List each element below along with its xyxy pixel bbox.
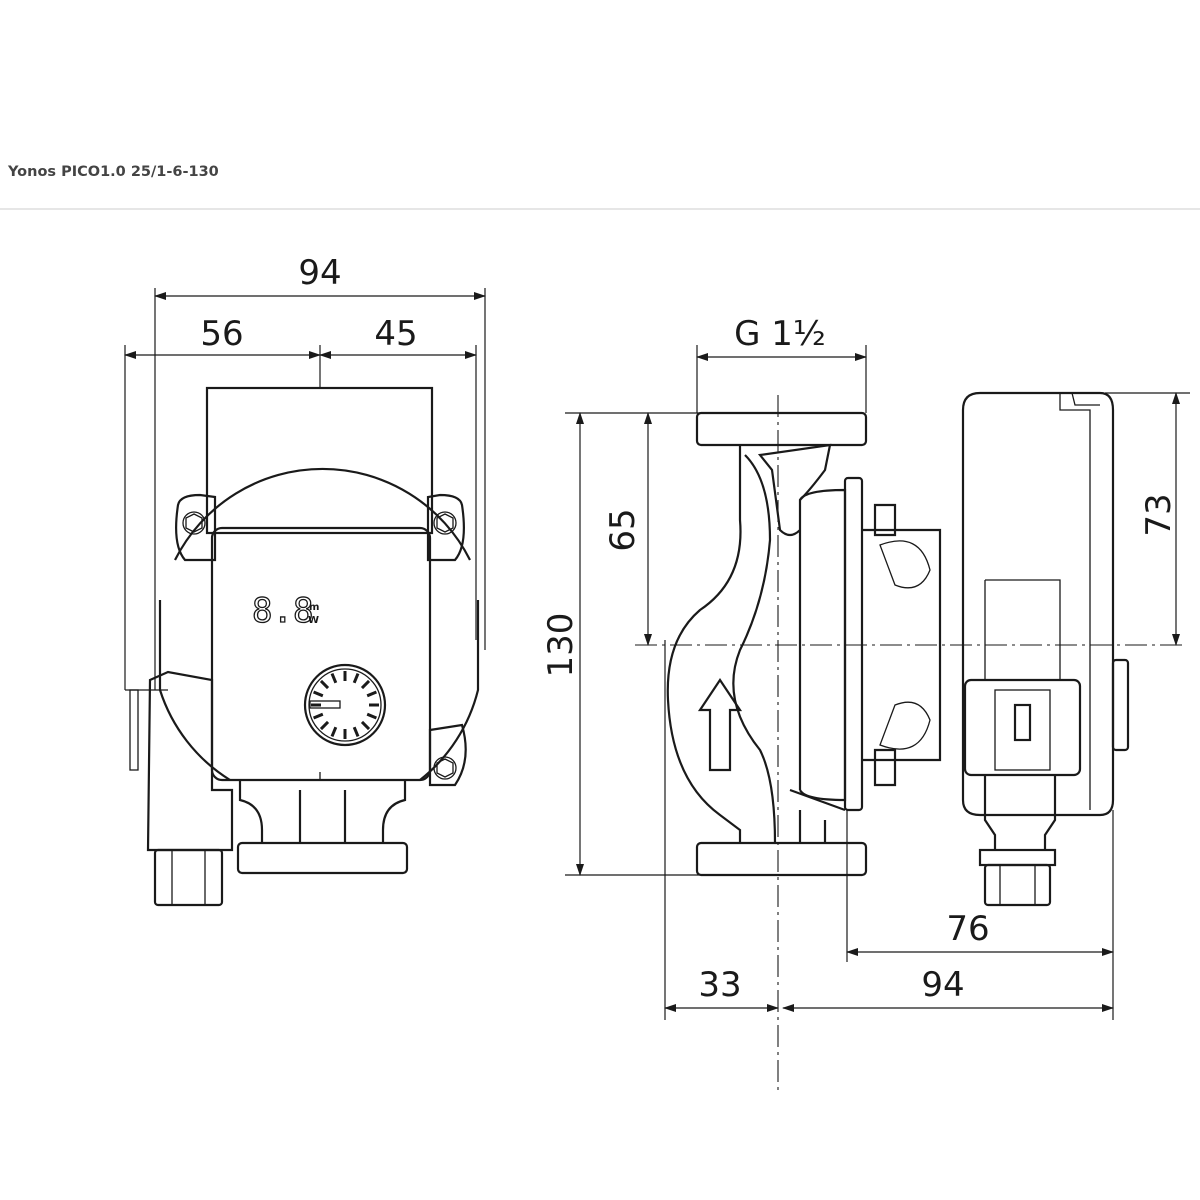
dim-head-height: 73 xyxy=(1139,392,1180,646)
bottom-flange-side xyxy=(695,841,868,877)
motor-body xyxy=(862,528,942,762)
side-view: G 1½ 130 65 73 76 94 33 xyxy=(541,314,1190,1090)
dim-right-width: 45 xyxy=(319,314,477,359)
dim-depth: 94 xyxy=(782,965,1114,1012)
dial-tick xyxy=(352,726,360,737)
dial-tick xyxy=(352,673,360,684)
front-view: 94 56 45 8.8 m W xyxy=(124,253,486,907)
dim-label-73: 73 xyxy=(1139,493,1179,536)
dial-tick xyxy=(366,712,377,720)
speed-dial-knob[interactable] xyxy=(303,663,387,747)
dim-label-thread: G 1½ xyxy=(734,314,826,354)
dim-label-94-side: 94 xyxy=(921,965,964,1005)
dial-tick xyxy=(313,712,324,720)
display-digits: 8.8 xyxy=(252,591,313,631)
display-unit-w: W xyxy=(308,615,319,626)
dim-label-56: 56 xyxy=(200,314,243,354)
dim-left-width: 56 xyxy=(124,314,321,359)
dial-tick xyxy=(330,726,338,737)
dim-label-76: 76 xyxy=(946,909,989,949)
dial-tick xyxy=(313,690,324,698)
dial-tick xyxy=(360,679,371,690)
dim-thread: G 1½ xyxy=(696,314,867,361)
dim-half-height: 65 xyxy=(603,412,652,646)
dim-head-depth: 76 xyxy=(846,909,1114,956)
dial-tick xyxy=(319,679,330,690)
mounting-ears xyxy=(175,493,467,787)
dial-tick xyxy=(366,690,377,698)
top-flange xyxy=(695,411,868,447)
header-divider xyxy=(0,208,1200,210)
pump-housing xyxy=(666,443,846,843)
dim-overall-width: 94 xyxy=(154,253,486,300)
display: 8.8 m W xyxy=(251,590,319,631)
electrical-connector xyxy=(125,670,234,907)
dim-label-33: 33 xyxy=(698,965,741,1005)
flow-direction-arrow-icon xyxy=(697,678,743,772)
motor-plate xyxy=(843,476,864,812)
motor-bolts xyxy=(873,503,897,787)
control-panel xyxy=(210,526,432,782)
dim-label-65: 65 xyxy=(603,508,643,551)
dim-offset: 33 xyxy=(664,965,779,1012)
side-connector xyxy=(963,678,1082,907)
dim-height: 130 xyxy=(541,412,584,876)
dim-label-45: 45 xyxy=(374,314,417,354)
dial-tick xyxy=(330,673,338,684)
dim-label-130: 130 xyxy=(541,613,581,678)
dim-label-94: 94 xyxy=(298,253,341,293)
control-head-top xyxy=(205,386,434,535)
volute-inner xyxy=(732,454,777,844)
bottom-flange xyxy=(236,841,409,875)
display-unit-m: m xyxy=(309,602,319,613)
dial-tick xyxy=(360,720,371,731)
product-title: Yonos PICO1.0 25/1-6-130 xyxy=(8,164,219,180)
electronic-head xyxy=(961,391,1115,817)
side-extension-lines xyxy=(565,345,1190,1020)
rear-knob xyxy=(1111,658,1130,752)
pump-body-bottom xyxy=(238,780,407,843)
dial-tick xyxy=(319,720,330,731)
